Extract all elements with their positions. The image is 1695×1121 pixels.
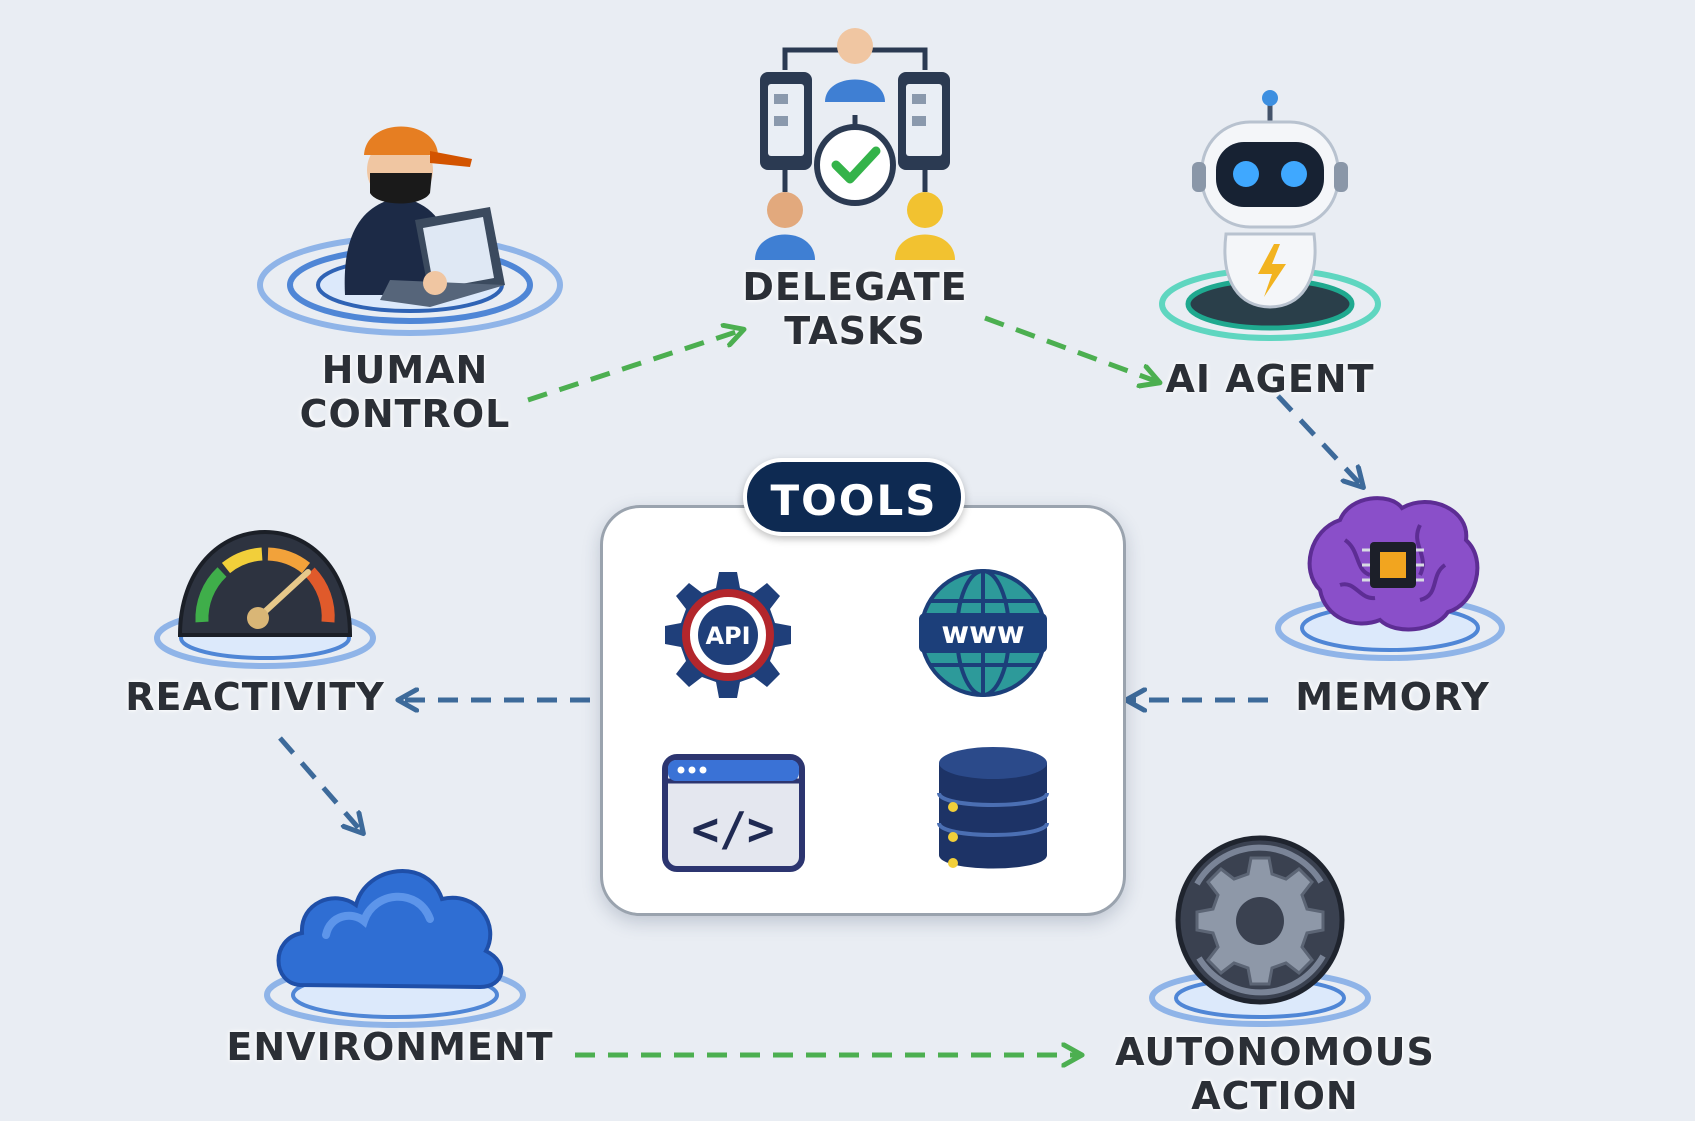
cloud-icon — [264, 869, 526, 1028]
tool-database — [933, 743, 1053, 878]
tools-badge: TOOLS — [743, 458, 965, 536]
node-autonomous-action — [1145, 828, 1375, 1028]
tool-code: </> — [661, 753, 806, 873]
arrow-reactivity-to-environment — [278, 736, 362, 832]
database-icon — [937, 747, 1049, 869]
node-reactivity — [150, 510, 380, 670]
node-environment — [260, 835, 530, 1030]
delegate-tasks-icon — [755, 28, 955, 260]
brain-chip-icon — [1275, 496, 1505, 661]
label-human-control: HUMAN CONTROL — [299, 348, 511, 436]
tool-api: API — [658, 568, 798, 708]
node-memory — [1270, 480, 1510, 665]
arrow-human-to-delegate — [527, 330, 742, 403]
api-text: API — [705, 622, 750, 650]
label-environment: ENVIRONMENT — [226, 1025, 554, 1069]
code-text: </> — [691, 802, 774, 856]
gear-icon — [1149, 835, 1371, 1027]
label-ai-agent: AI AGENT — [1165, 357, 1375, 401]
speedometer-gauge-icon — [154, 529, 376, 669]
label-memory: MEMORY — [1295, 675, 1490, 719]
tool-www: www — [913, 563, 1053, 703]
arrow-agent-to-memory — [1276, 394, 1362, 486]
tools-card: API www </> — [600, 505, 1126, 916]
www-text: www — [941, 616, 1024, 651]
code-window-icon: </> — [662, 754, 805, 872]
api-gear-icon: API — [665, 572, 791, 698]
www-globe-icon: www — [919, 569, 1047, 697]
robot-icon — [1159, 90, 1381, 341]
node-delegate-tasks — [730, 20, 980, 260]
label-delegate-tasks: DELEGATE TASKS — [742, 265, 968, 353]
arrow-delegate-to-agent — [984, 315, 1158, 382]
label-autonomous-action: AUTONOMOUS ACTION — [1115, 1030, 1435, 1118]
label-reactivity: REACTIVITY — [125, 675, 385, 719]
node-human-control — [250, 95, 570, 345]
person-with-laptop-icon — [257, 126, 563, 336]
node-ai-agent — [1150, 82, 1390, 342]
